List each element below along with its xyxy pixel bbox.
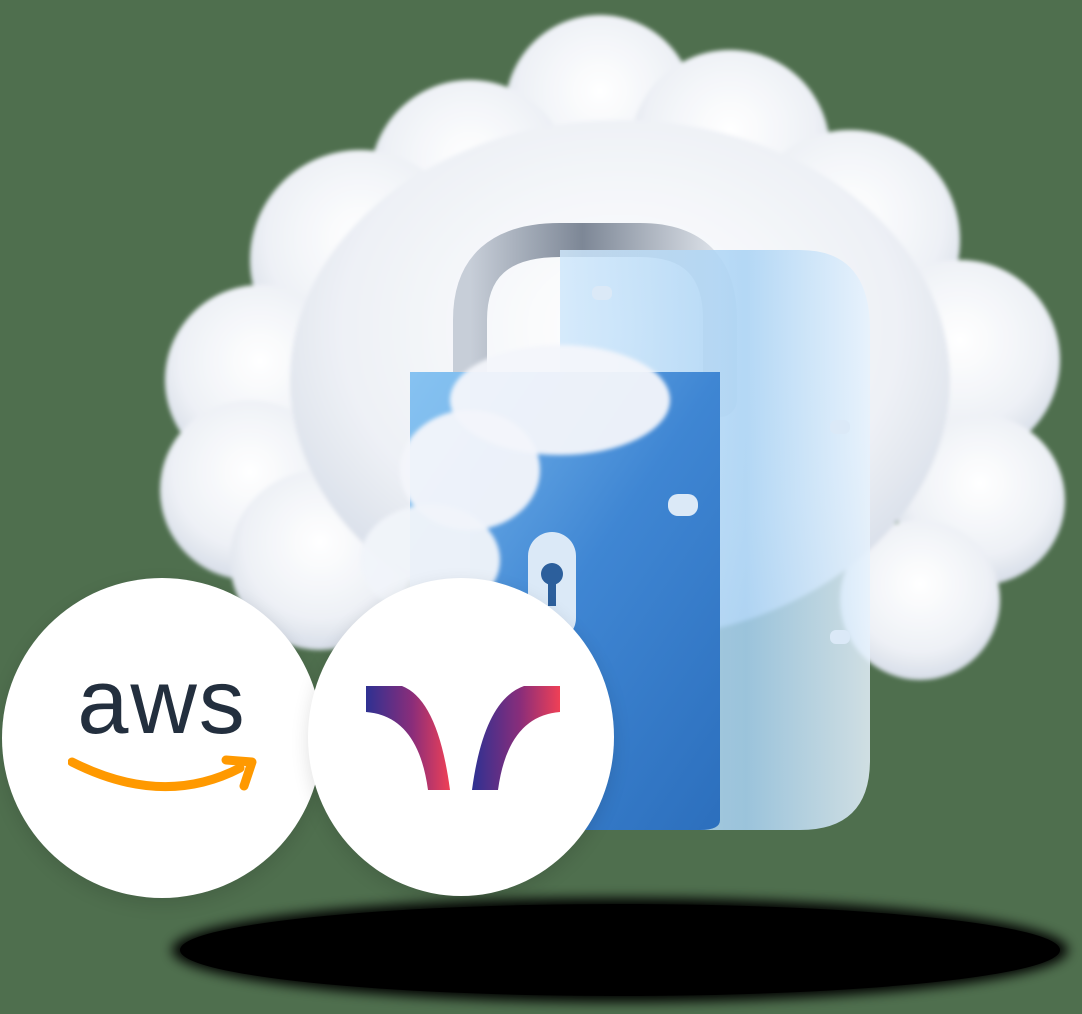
aws-smile-icon [68,755,257,791]
aws-logo-text: aws [77,651,247,753]
partner-logo-badge [308,578,614,896]
lock-bolts [592,286,850,644]
v-shaped-logo-icon [366,686,560,790]
aws-logo-badge: aws [2,578,322,898]
